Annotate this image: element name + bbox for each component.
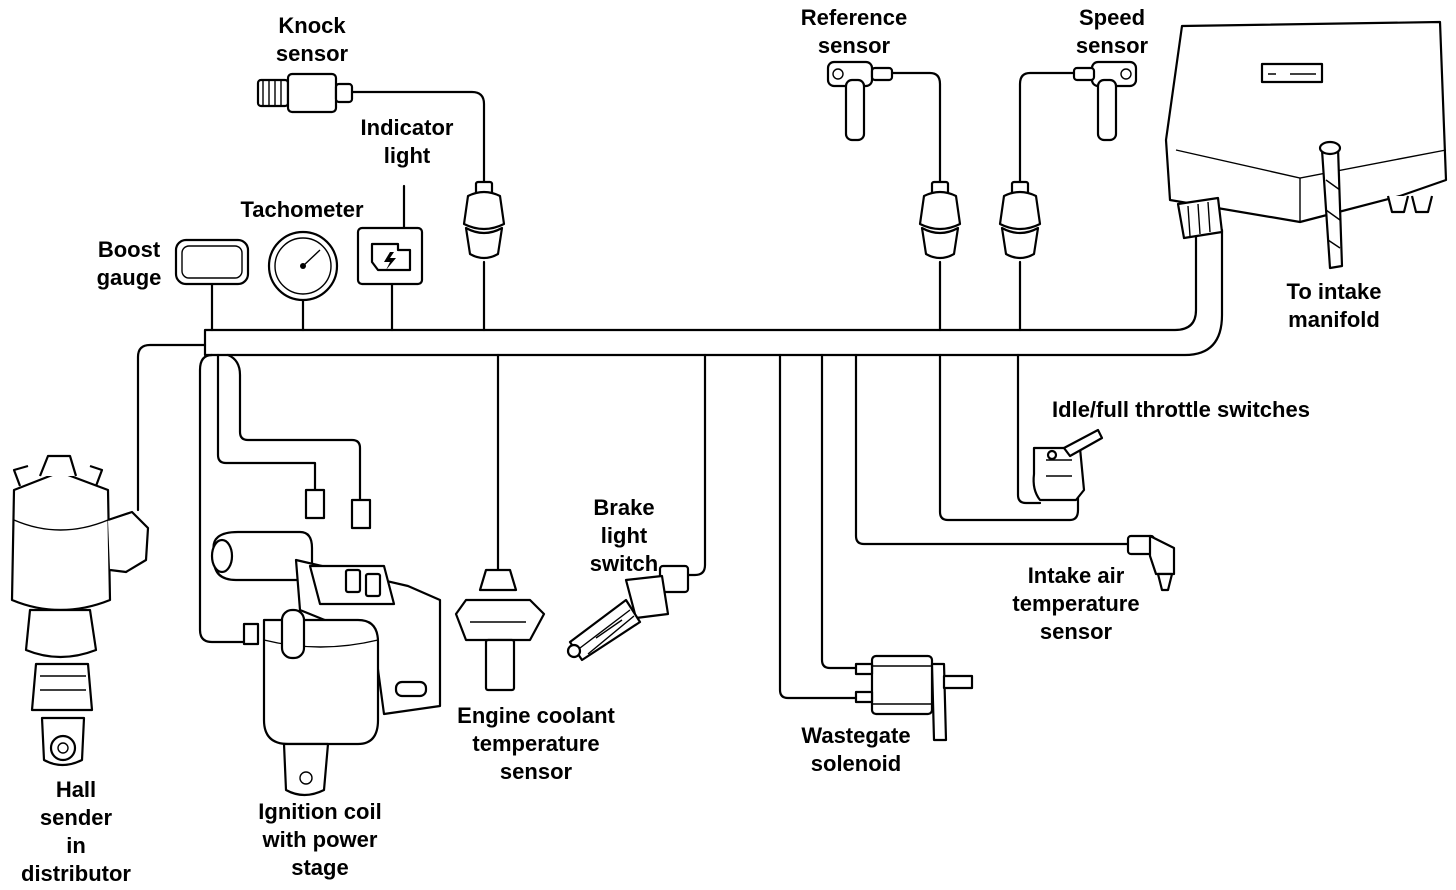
label-tachometer: Tachometer	[226, 196, 378, 224]
tachometer-line-1: Tachometer	[240, 197, 364, 222]
branch-wires	[136, 71, 1132, 700]
knock-connector	[462, 180, 506, 260]
indicator-light-line-2: light	[383, 143, 431, 168]
reference-sensor-line-1: Reference	[800, 5, 908, 30]
speed-sensor-part	[1072, 60, 1138, 142]
brake-switch-line-3: switch	[589, 551, 659, 576]
label-throttle-switches: Idle/full throttle switches	[1026, 396, 1336, 424]
throttle-switch-part	[1032, 428, 1104, 502]
label-reference-sensor: Reference sensor	[786, 4, 922, 60]
main-harness	[203, 228, 1224, 357]
knock-sensor-line-1: Knock	[278, 13, 346, 38]
hall-sender-line-2: sender	[39, 805, 113, 830]
throttle-switches-line-1: Idle/full throttle switches	[1052, 397, 1310, 422]
speed-connector	[998, 180, 1042, 260]
wastegate-solenoid-line-2: solenoid	[810, 751, 902, 776]
distributor-part	[10, 454, 150, 767]
label-intake-air-temp: Intake air temperature sensor	[996, 562, 1156, 646]
intake-air-temp-line-3: sensor	[1039, 619, 1113, 644]
label-intake-manifold: To intake manifold	[1266, 278, 1402, 334]
hall-sender-line-1: Hall	[55, 777, 97, 802]
ignition-coil-line-3: stage	[291, 855, 349, 880]
boost-gauge-part	[174, 238, 250, 286]
harness-grommet	[1176, 196, 1224, 240]
reference-sensor-part	[826, 60, 894, 142]
wastegate-solenoid-part	[854, 654, 974, 742]
knock-sensor-line-2: sensor	[275, 41, 349, 66]
ignition-coil-line-1: Ignition coil	[258, 799, 382, 824]
hall-sender-line-3: in	[66, 833, 86, 858]
reference-sensor-line-2: sensor	[817, 33, 891, 58]
hall-sender-line-4: distributor	[21, 861, 131, 886]
indicator-light-part	[356, 226, 424, 286]
knock-sensor-part	[256, 72, 354, 114]
ignition-coil-part	[210, 488, 442, 797]
intake-air-temp-line-1: Intake air	[1027, 563, 1125, 588]
label-wastegate-solenoid: Wastegate solenoid	[786, 722, 926, 778]
coolant-sensor-line-3: sensor	[499, 759, 573, 784]
wastegate-solenoid-line-1: Wastegate	[801, 723, 911, 748]
intake-air-sensor-part	[1126, 534, 1176, 592]
label-coolant-sensor: Engine coolant temperature sensor	[436, 702, 636, 786]
intake-air-temp-line-2: temperature	[1012, 591, 1140, 616]
tachometer-part	[267, 230, 339, 302]
label-indicator-light: Indicator light	[352, 114, 462, 170]
boost-gauge-line-1: Boost	[97, 237, 161, 262]
indicator-light-line-1: Indicator	[360, 115, 454, 140]
intake-manifold-line-1: To intake	[1286, 279, 1382, 304]
control-unit-part	[1164, 20, 1448, 224]
coolant-sensor-line-1: Engine coolant	[457, 703, 615, 728]
label-brake-switch: Brake light switch	[572, 494, 676, 578]
reference-connector	[918, 180, 962, 260]
label-hall-sender: Hall sender in distributor	[8, 776, 144, 888]
speed-sensor-line-2: sensor	[1075, 33, 1149, 58]
intake-manifold-hose	[1318, 140, 1344, 270]
label-boost-gauge: Boost gauge	[84, 236, 174, 292]
coolant-sensor-line-2: temperature	[472, 731, 600, 756]
boost-gauge-line-2: gauge	[96, 265, 162, 290]
label-ignition-coil: Ignition coil with power stage	[236, 798, 404, 882]
coolant-sensor-part	[454, 568, 546, 692]
brake-switch-line-2: light	[600, 523, 648, 548]
label-knock-sensor: Knock sensor	[262, 12, 362, 68]
brake-switch-line-1: Brake	[593, 495, 655, 520]
brake-switch-part	[566, 564, 690, 662]
label-speed-sensor: Speed sensor	[1062, 4, 1162, 60]
ignition-coil-line-2: with power	[262, 827, 378, 852]
speed-sensor-line-1: Speed	[1078, 5, 1146, 30]
intake-manifold-line-2: manifold	[1288, 307, 1380, 332]
